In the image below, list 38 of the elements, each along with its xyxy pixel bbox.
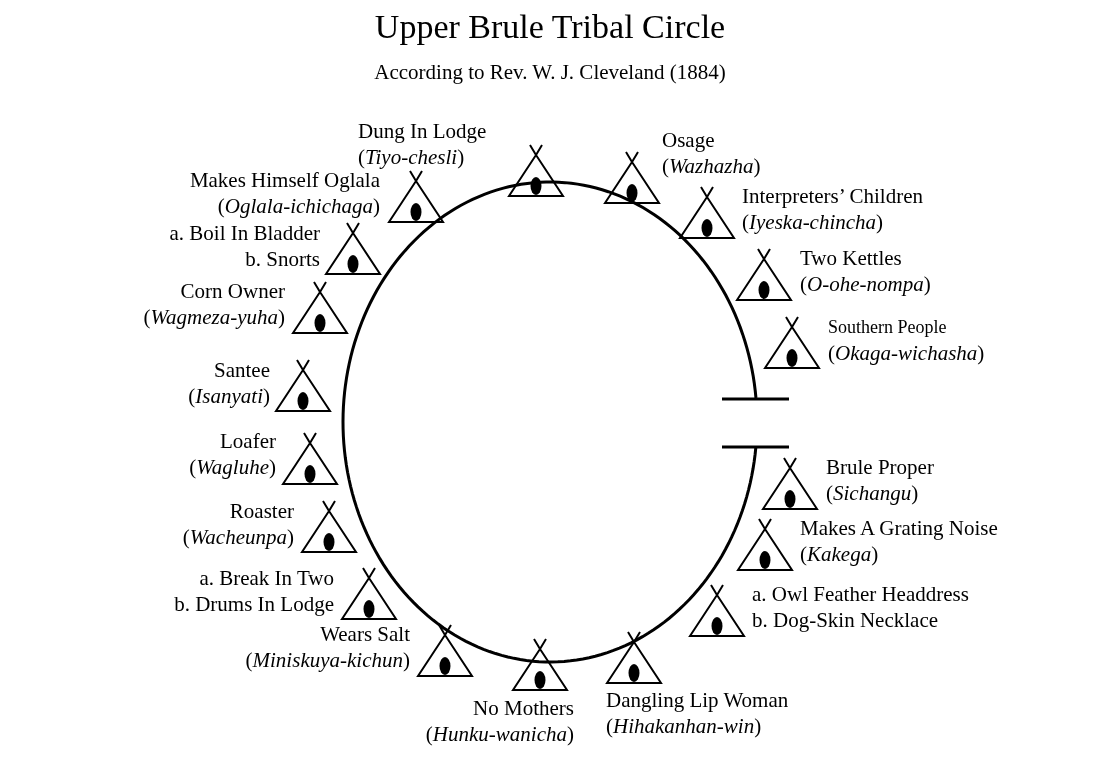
native-name: (Miniskuya-kichun) <box>245 647 410 673</box>
band-name: Two Kettles <box>800 245 902 271</box>
band-name: Wears Salt <box>320 621 410 647</box>
band-name: a. Boil In Bladder <box>169 220 320 246</box>
native-name: (O-ohe-nompa) <box>800 271 931 297</box>
native-name: (Hunku-wanicha) <box>425 721 574 747</box>
band-name: Corn Owner <box>180 278 285 304</box>
band-name: Dung In Lodge <box>358 118 487 144</box>
band-name: Southern People <box>828 316 947 339</box>
native-name: b. Drums In Lodge <box>174 591 334 617</box>
band-name: Brule Proper <box>826 454 934 480</box>
native-name: (Tiyo-chesli) <box>358 144 465 170</box>
subtitle: According to Rev. W. J. Cleveland (1884) <box>373 60 727 85</box>
native-name: (Iyeska-chincha) <box>742 209 884 235</box>
band-name: Roaster <box>229 498 294 524</box>
native-name: (Kakega) <box>800 541 879 567</box>
native-name: (Wazhazha) <box>662 153 761 179</box>
band-name: No Mothers <box>473 695 574 721</box>
native-name: (Okaga-wichasha) <box>828 340 985 366</box>
band-name: Loafer <box>220 428 276 454</box>
band-name: Santee <box>214 357 270 383</box>
native-name: (Wacheunpa) <box>182 524 294 550</box>
band-name: a. Owl Feather Headdress <box>752 581 969 607</box>
band-name: Dangling Lip Woman <box>606 687 789 713</box>
band-name: a. Break In Two <box>199 565 334 591</box>
native-name: b. Snorts <box>245 246 320 272</box>
native-name: (Oglala-ichichaga) <box>217 193 380 219</box>
native-name: (Hihakanhan-win) <box>606 713 762 739</box>
band-name: Osage <box>662 127 715 153</box>
band-name: Interpreters’ Children <box>742 183 923 209</box>
native-name: (Sichangu) <box>826 480 919 506</box>
native-name: b. Dog-Skin Necklace <box>752 607 939 633</box>
band-name: Makes A Grating Noise <box>800 515 998 541</box>
title: Upper Brule Tribal Circle <box>373 8 727 46</box>
native-name: (Wagluhe) <box>189 454 276 480</box>
band-name: Makes Himself Oglala <box>189 168 380 193</box>
native-name: (Wagmeza-yuha) <box>143 304 285 330</box>
native-name: (Isanyati) <box>188 383 270 409</box>
